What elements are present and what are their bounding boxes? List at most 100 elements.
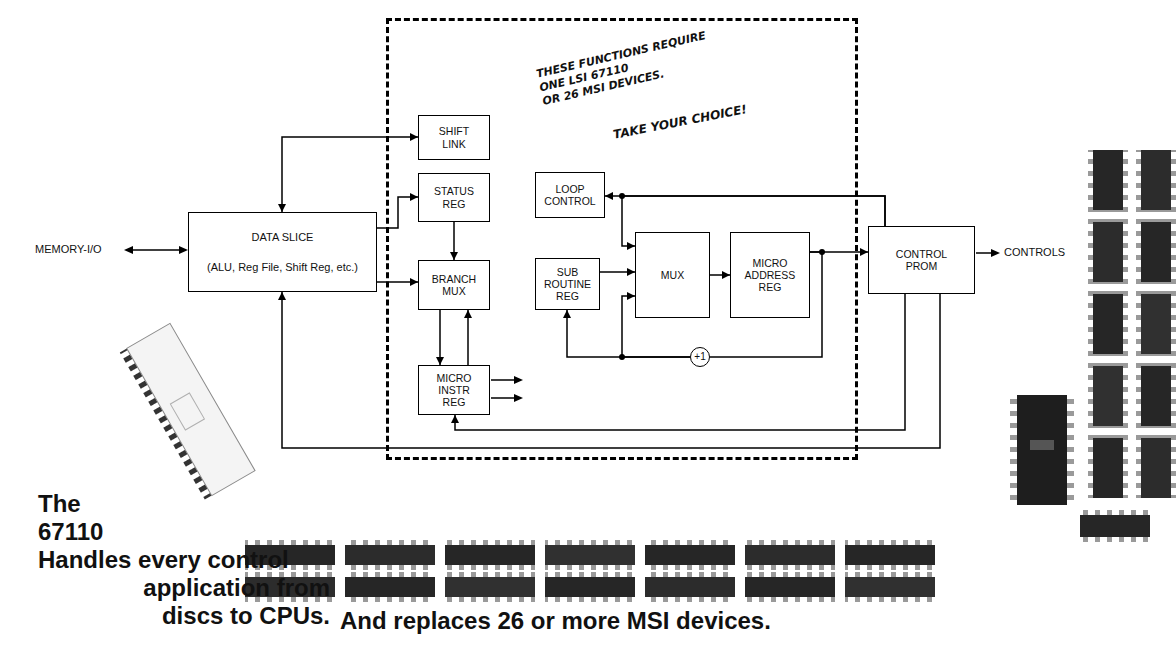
arrowhead [627, 268, 635, 276]
chip-body [545, 545, 635, 565]
chip-body [1093, 150, 1123, 210]
chip-body [1141, 222, 1171, 282]
chip-pins [1010, 395, 1074, 505]
connector-line [282, 292, 940, 448]
chip-mark [1030, 440, 1054, 450]
arrowhead [627, 242, 635, 250]
chip-pins [545, 572, 635, 602]
dashed-region: THESE FUNCTIONS REQUIRE ONE LSI 67110 OR… [386, 18, 858, 460]
connector [278, 292, 940, 448]
chip-pins [645, 540, 735, 570]
arrowhead [991, 249, 1000, 257]
chip-body [1093, 438, 1123, 498]
arrowhead [451, 415, 459, 423]
connector [436, 310, 444, 365]
box-label: MUX [661, 269, 684, 281]
chip-pins [845, 572, 935, 602]
chip-body [1093, 294, 1123, 354]
chip-pins [1088, 150, 1128, 498]
chip-pins [445, 540, 535, 570]
chip-body [1141, 366, 1171, 426]
chip-body [845, 545, 935, 565]
chip-body [645, 577, 735, 597]
connector [710, 271, 730, 279]
output-line [491, 379, 516, 381]
headline: The 67110 Handles every control applicat… [38, 490, 330, 630]
text-line: application from [38, 574, 330, 602]
function-box: LOOP CONTROL [535, 172, 605, 218]
control-prom-box: CONTROL PROM [868, 226, 975, 294]
chip-body [745, 545, 835, 565]
arrowhead [450, 252, 458, 260]
box-label: SUB ROUTINE REG [541, 266, 595, 302]
arrowhead [278, 204, 286, 212]
chip-body [127, 323, 255, 495]
handwritten-note: THESE FUNCTIONS REQUIRE ONE LSI 67110 OR… [535, 29, 713, 108]
chip-body [345, 545, 435, 565]
function-box: BRANCH MUX [418, 260, 490, 310]
chip-pins [545, 540, 635, 570]
chip-mark [170, 393, 204, 430]
msi-chip-column [1010, 150, 1176, 542]
output-label: CONTROLS [1004, 246, 1065, 259]
arrowhead [410, 193, 418, 201]
chip-body [1017, 395, 1067, 505]
arrowhead [627, 292, 635, 300]
chip-pins [345, 540, 435, 570]
chip-body [1141, 150, 1171, 210]
box-label: MICRO ADDRESS REG [743, 257, 797, 293]
text-line: The [38, 490, 330, 518]
connector-line [467, 310, 469, 365]
arrowhead [436, 357, 444, 365]
output-line [491, 397, 516, 399]
controls-arrow [976, 249, 1000, 257]
connector-line [377, 197, 418, 228]
chip-pins [645, 572, 735, 602]
connector [377, 278, 418, 286]
chip-pins [745, 572, 835, 602]
text-line: discs to CPUs. [38, 602, 330, 630]
io-label: MEMORY-I/O [35, 243, 102, 256]
chip-body [1141, 294, 1171, 354]
chip-pins [1136, 150, 1176, 498]
chip-body [545, 577, 635, 597]
handwritten-note: TAKE YOUR CHOICE! [612, 102, 748, 143]
bus-line [132, 249, 186, 251]
connector [605, 192, 885, 226]
connector [464, 310, 472, 365]
lsi-chip [120, 323, 255, 499]
chip-body [1141, 438, 1171, 498]
arrowhead [514, 394, 523, 402]
function-box: MICRO INSTR REG [418, 365, 490, 415]
connector [450, 222, 458, 260]
chip-body [1093, 366, 1123, 426]
box-label: BRANCH MUX [427, 273, 481, 297]
chip-body [445, 545, 535, 565]
connector [600, 268, 635, 276]
instr-outputs [491, 376, 523, 402]
data-slice-box: DATA SLICE(ALU, Reg File, Shift Reg, etc… [188, 212, 377, 292]
connector-line [439, 310, 441, 365]
chip-body [445, 577, 535, 597]
chip-pins [1080, 510, 1150, 542]
arrowhead [179, 246, 188, 254]
box-label: STATUS REG [427, 185, 481, 209]
msi-chip-row [245, 540, 935, 602]
arrowhead [860, 248, 868, 256]
box-title: DATA SLICE [252, 231, 314, 244]
connector [377, 193, 418, 228]
function-box: MICRO ADDRESS REG [730, 232, 810, 318]
box-label: MICRO INSTR REG [427, 372, 481, 408]
arrowhead [514, 376, 523, 384]
text-line: 67110 [38, 518, 330, 546]
function-box: MUX [635, 232, 710, 318]
chip-body [1093, 222, 1123, 282]
chip-body [1080, 515, 1150, 537]
junction-dots [619, 193, 825, 360]
arrowhead [605, 192, 613, 200]
arrowhead [722, 271, 730, 279]
arrowhead [410, 133, 418, 141]
chip-body [745, 577, 835, 597]
chip-pins [745, 540, 835, 570]
box-label: LOOP CONTROL [543, 183, 597, 207]
